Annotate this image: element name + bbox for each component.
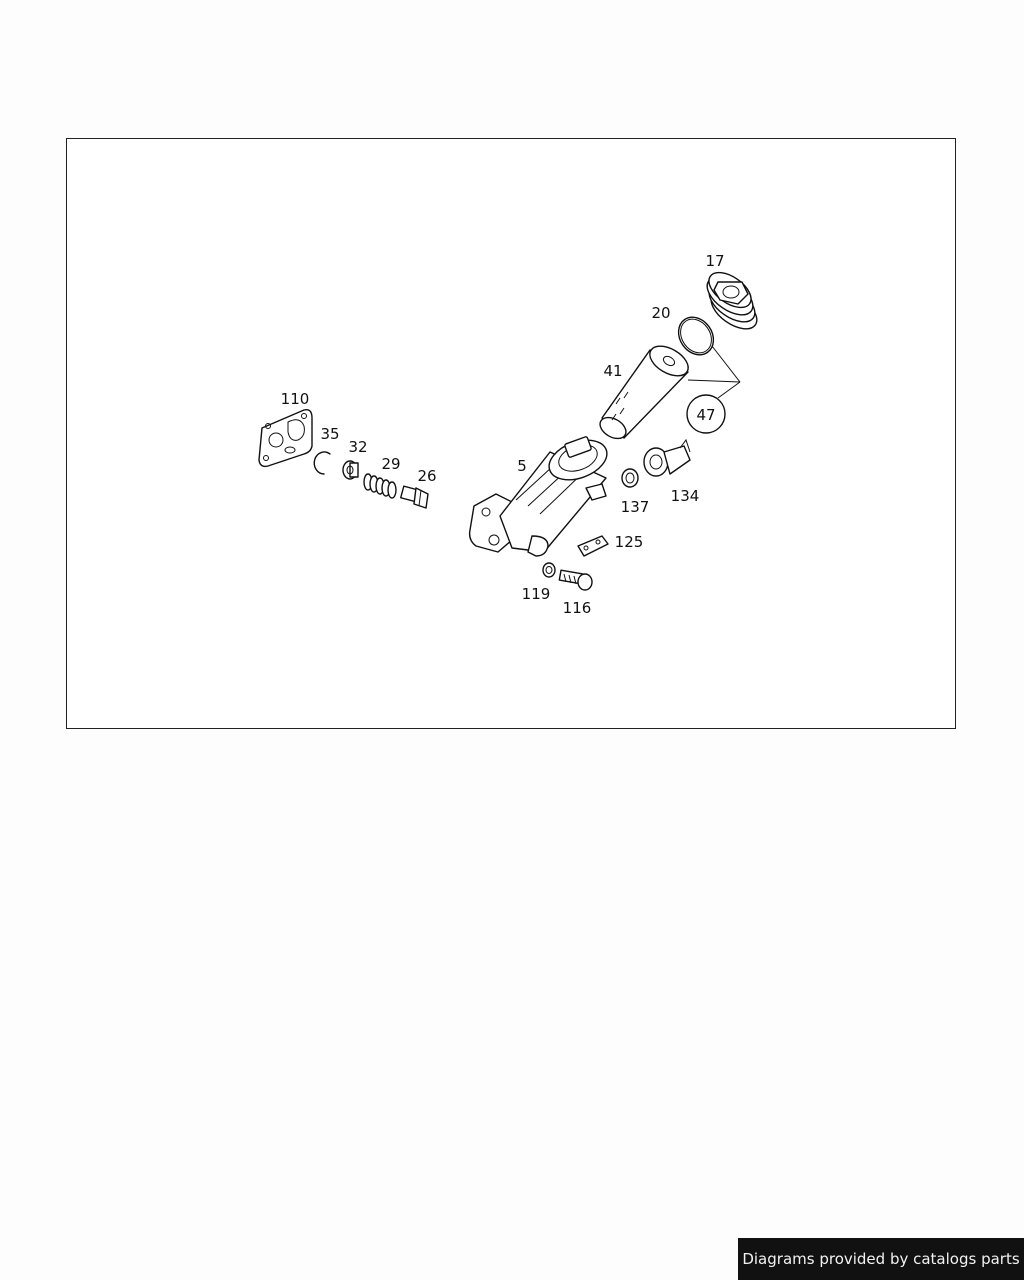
part-47-kit-bracket	[686, 345, 741, 434]
callout-32: 32	[348, 438, 367, 456]
diagram-frame	[66, 138, 956, 729]
callout-29: 29	[381, 455, 400, 473]
footer-credit-badge: Diagrams provided by catalogs parts	[738, 1238, 1024, 1280]
callout-labels: 17 20 41 47 110 35 32 29 26 5 137 134 12…	[281, 252, 725, 617]
part-35-circlip[interactable]	[313, 451, 331, 475]
part-29-spring[interactable]	[363, 473, 397, 499]
part-134-sensor[interactable]	[643, 438, 691, 477]
callout-20: 20	[651, 304, 670, 322]
part-116-bolt[interactable]	[558, 569, 593, 591]
callout-116: 116	[563, 599, 592, 617]
callout-41: 41	[603, 362, 622, 380]
callout-119: 119	[522, 585, 551, 603]
callout-137: 137	[621, 498, 650, 516]
part-17-cap[interactable]	[701, 266, 764, 337]
part-41-filter-element[interactable]	[596, 340, 693, 443]
callout-134: 134	[671, 487, 700, 505]
part-137-washer[interactable]	[621, 468, 639, 488]
callout-125: 125	[615, 533, 644, 551]
callout-26: 26	[417, 467, 436, 485]
footer-credit-text: Diagrams provided by catalogs parts	[742, 1250, 1020, 1268]
callout-35: 35	[320, 425, 339, 443]
part-125-bracket[interactable]	[577, 535, 609, 557]
part-110-gasket[interactable]	[258, 408, 313, 468]
callout-5: 5	[517, 457, 527, 475]
part-32-valve[interactable]	[342, 460, 359, 480]
part-5-filter-housing[interactable]	[468, 433, 613, 557]
callout-17: 17	[705, 252, 724, 270]
part-26-plug[interactable]	[400, 485, 429, 509]
part-119-washer[interactable]	[542, 562, 556, 578]
part-20-o-ring[interactable]	[671, 310, 720, 361]
callout-110: 110	[281, 390, 310, 408]
callout-47: 47	[696, 406, 715, 424]
